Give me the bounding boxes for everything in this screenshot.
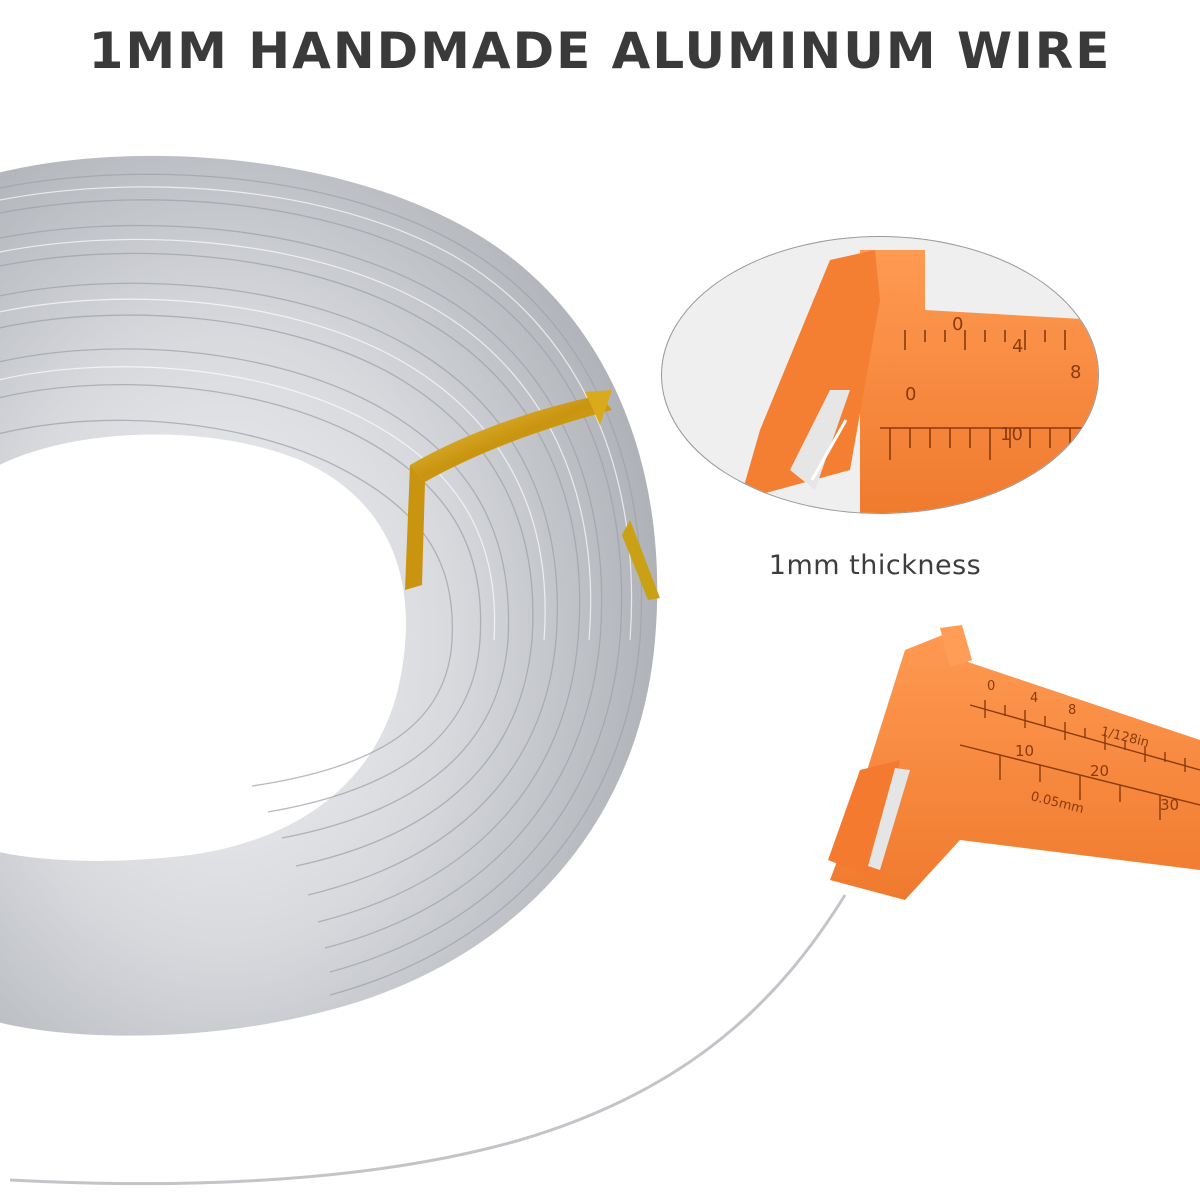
gold-tie <box>405 390 660 600</box>
scale-label-4: 4 <box>1030 691 1038 706</box>
scale-label-30: 30 <box>1160 796 1179 814</box>
wire-coil <box>0 155 658 1036</box>
zoom-scale-label-0b: 0 <box>905 384 916 405</box>
scale-label-0: 0 <box>987 679 995 694</box>
zoom-scale-label-0: 0 <box>952 314 963 335</box>
zoom-scale-label-8: 8 <box>1070 362 1081 383</box>
scale-label-8: 8 <box>1068 703 1076 718</box>
wire-strand <box>9 894 847 1186</box>
caliper: 0 4 8 1/128in 10 20 30 0.05mm <box>828 625 1200 900</box>
zoom-scale-label-10: 10 <box>1000 424 1023 445</box>
scale-label-20: 20 <box>1090 762 1109 780</box>
zoom-scale-label-4: 4 <box>1012 336 1023 357</box>
scale-label-10: 10 <box>1015 742 1034 760</box>
zoom-inset: 0 4 8 0 10 <box>661 236 1099 514</box>
headline: 1MM HANDMADE ALUMINUM WIRE <box>88 22 1112 80</box>
thickness-caption: 1mm thickness <box>768 550 982 581</box>
